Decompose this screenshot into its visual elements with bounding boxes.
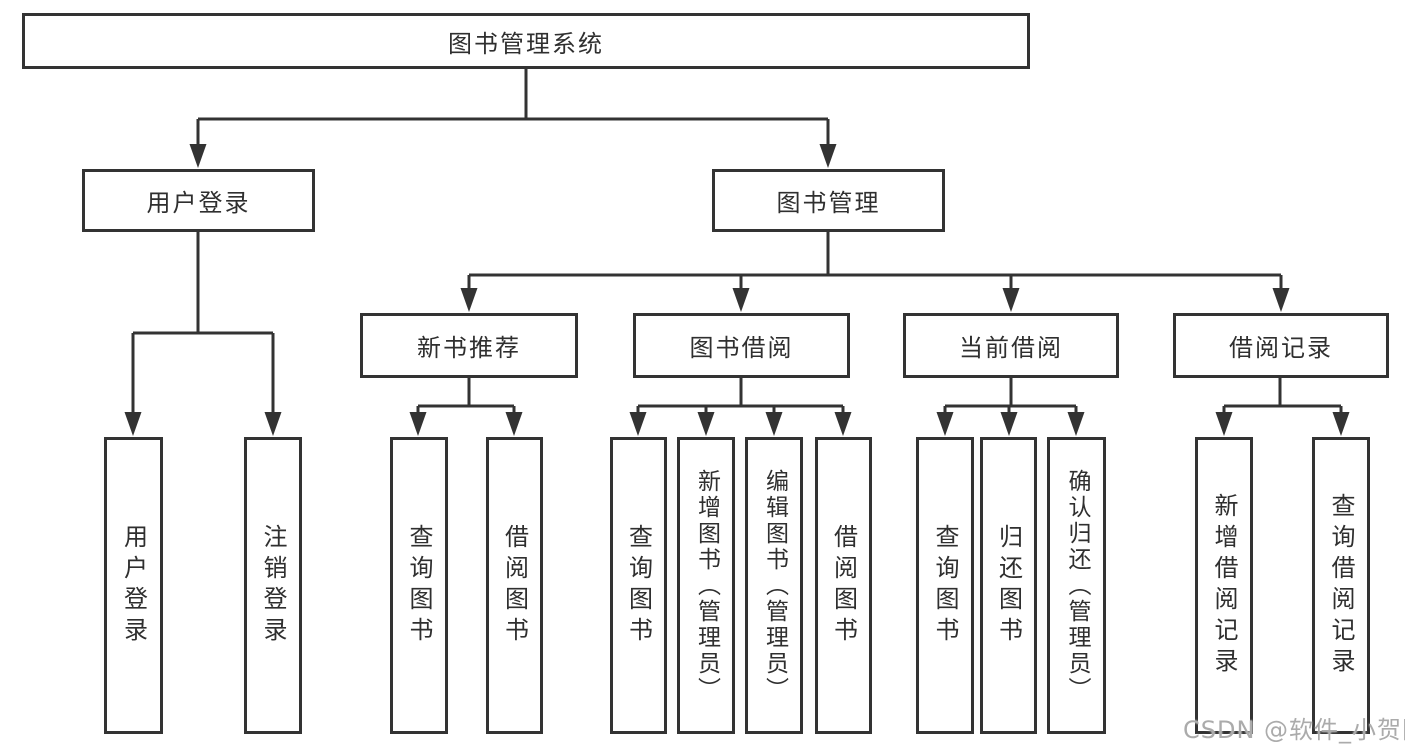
node-label: 确认归还（管理员） <box>1064 468 1090 703</box>
node-label: 图书管理系统 <box>448 29 604 58</box>
node-label: 用户登录 <box>146 189 251 217</box>
leaf-borrow-books: 借阅图书 <box>486 437 543 734</box>
leaf-query-books: 查询图书 <box>390 437 448 734</box>
arrowheads <box>124 144 1350 436</box>
node-label: 新增借阅记录 <box>1210 492 1238 679</box>
node-label: 用户登录 <box>119 523 148 648</box>
node-label: 新书推荐 <box>417 334 521 362</box>
leaf-user-login: 用户登录 <box>104 437 163 734</box>
leaf-return-book: 归还图书 <box>980 437 1037 734</box>
leaf-query-books-3: 查询图书 <box>916 437 974 734</box>
node-label: 归还图书 <box>994 523 1023 648</box>
node-label: 查询图书 <box>931 523 959 648</box>
node-label: 查询借阅记录 <box>1327 492 1355 679</box>
node-label: 图书管理 <box>776 189 881 217</box>
node-book-management: 图书管理 <box>712 169 945 232</box>
node-label: 新增图书（管理员） <box>693 468 720 703</box>
leaf-borrow-books-2: 借阅图书 <box>815 437 872 734</box>
node-label: 注销登录 <box>259 523 287 648</box>
node-user-login: 用户登录 <box>82 169 315 232</box>
node-label: 图书借阅 <box>689 334 794 362</box>
node-label: 借阅图书 <box>500 523 529 648</box>
node-label: 当前借阅 <box>959 334 1063 362</box>
node-label: 查询图书 <box>405 523 433 648</box>
node-label: 借阅记录 <box>1229 334 1333 362</box>
node-new-book-recommendation: 新书推荐 <box>360 313 578 378</box>
node-label: 查询图书 <box>624 523 653 648</box>
node-borrowing-records: 借阅记录 <box>1173 313 1389 378</box>
leaf-add-borrow-record: 新增借阅记录 <box>1195 437 1253 734</box>
leaf-add-book-admin: 新增图书（管理员） <box>677 437 735 734</box>
leaf-query-books-2: 查询图书 <box>610 437 667 734</box>
leaf-confirm-return-admin: 确认归还（管理员） <box>1047 437 1106 734</box>
leaf-query-borrow-record: 查询借阅记录 <box>1312 437 1370 734</box>
node-label: 编辑图书（管理员） <box>761 468 788 703</box>
leaf-logout: 注销登录 <box>244 437 302 734</box>
node-label: 借阅图书 <box>829 523 858 648</box>
node-library-management-system: 图书管理系统 <box>22 13 1030 69</box>
node-current-borrowing: 当前借阅 <box>903 313 1119 378</box>
node-book-borrowing: 图书借阅 <box>633 313 850 378</box>
watermark: CSDN @软件_小贺同学 <box>1183 716 1405 744</box>
leaf-edit-book-admin: 编辑图书（管理员） <box>745 437 803 734</box>
